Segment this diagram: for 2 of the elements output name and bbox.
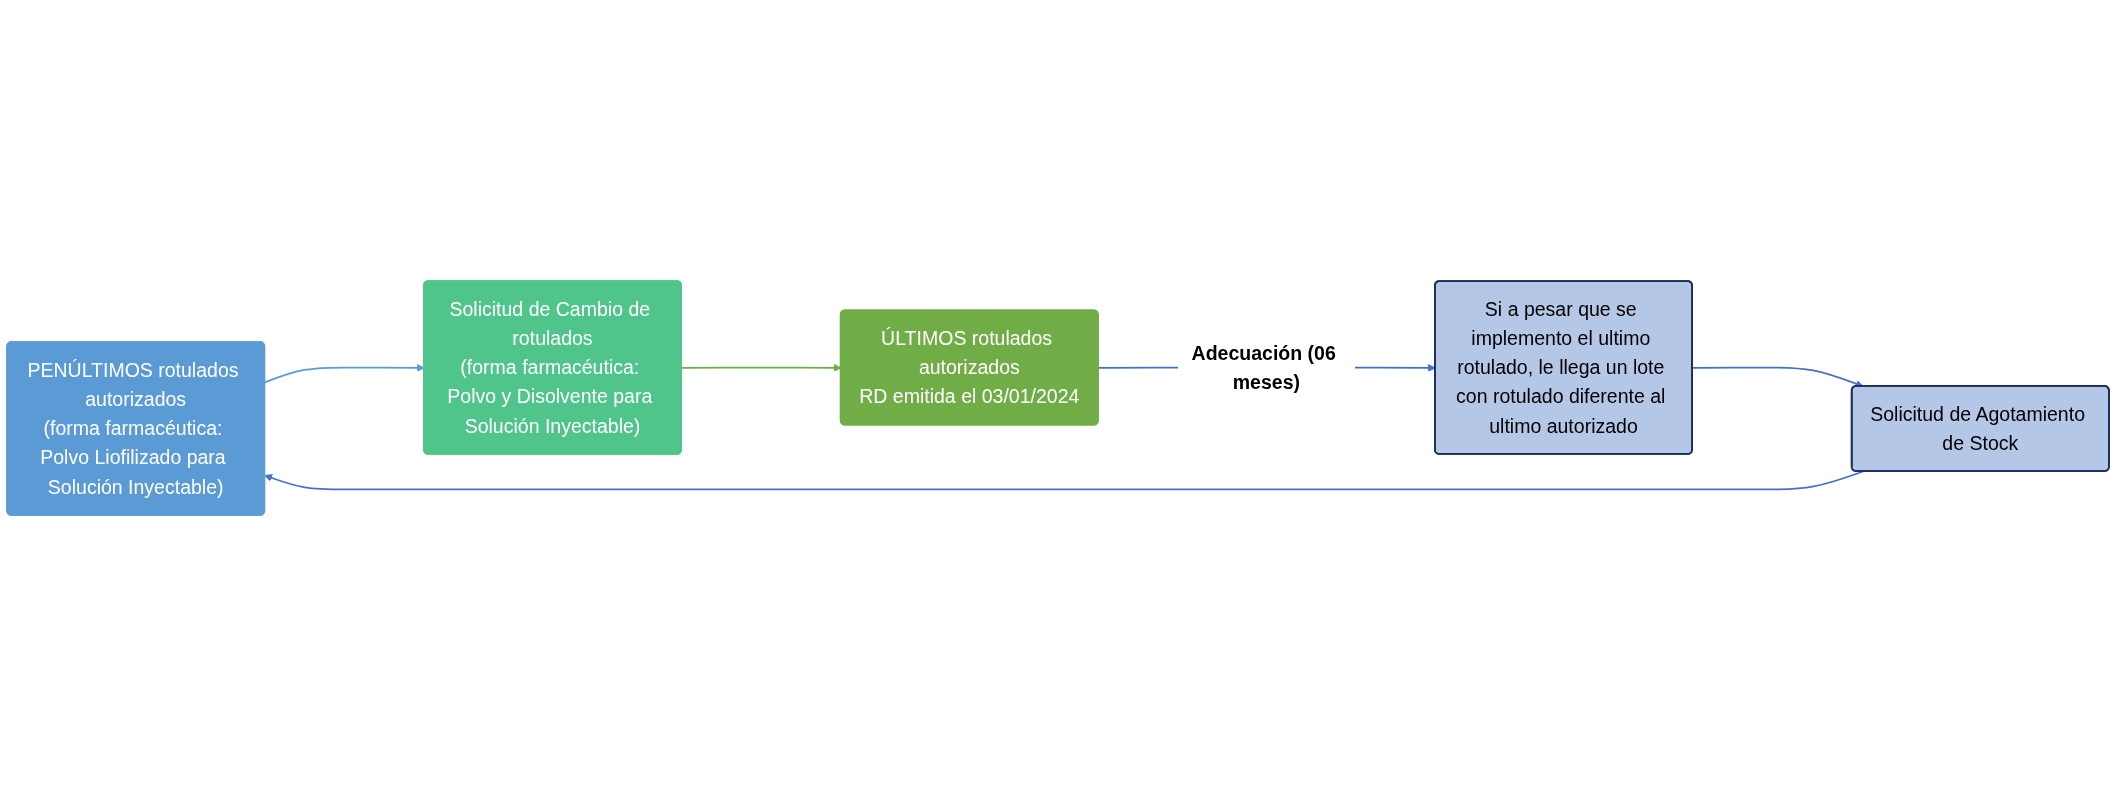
edge-label: Adecuación (06 meses)	[1191, 341, 1336, 394]
arrow	[264, 470, 1864, 491]
